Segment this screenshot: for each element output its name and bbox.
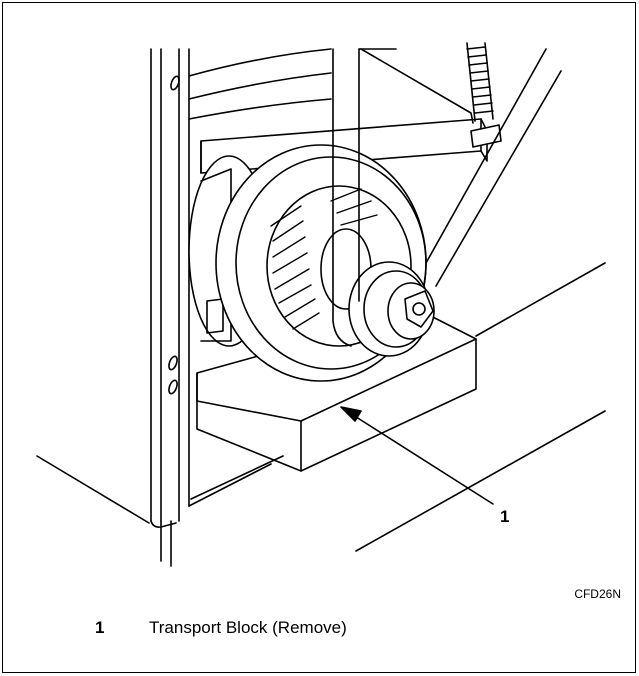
- motor-pulley: [348, 261, 435, 357]
- floor-lines: [36, 262, 606, 552]
- drive-belts: [332, 48, 562, 347]
- legend-item: 1 Transport Block (Remove): [95, 618, 347, 638]
- frame-post: [150, 48, 272, 567]
- callout-number: 1: [500, 507, 510, 526]
- adjuster-rod: [466, 42, 502, 148]
- motor-assembly-illustration: [36, 42, 606, 567]
- legend-text: Transport Block (Remove): [149, 618, 347, 637]
- drum-housing: [188, 48, 397, 120]
- callout-leader: [340, 406, 494, 505]
- figure-code: CFD26N: [574, 587, 621, 601]
- legend-number: 1: [95, 618, 105, 637]
